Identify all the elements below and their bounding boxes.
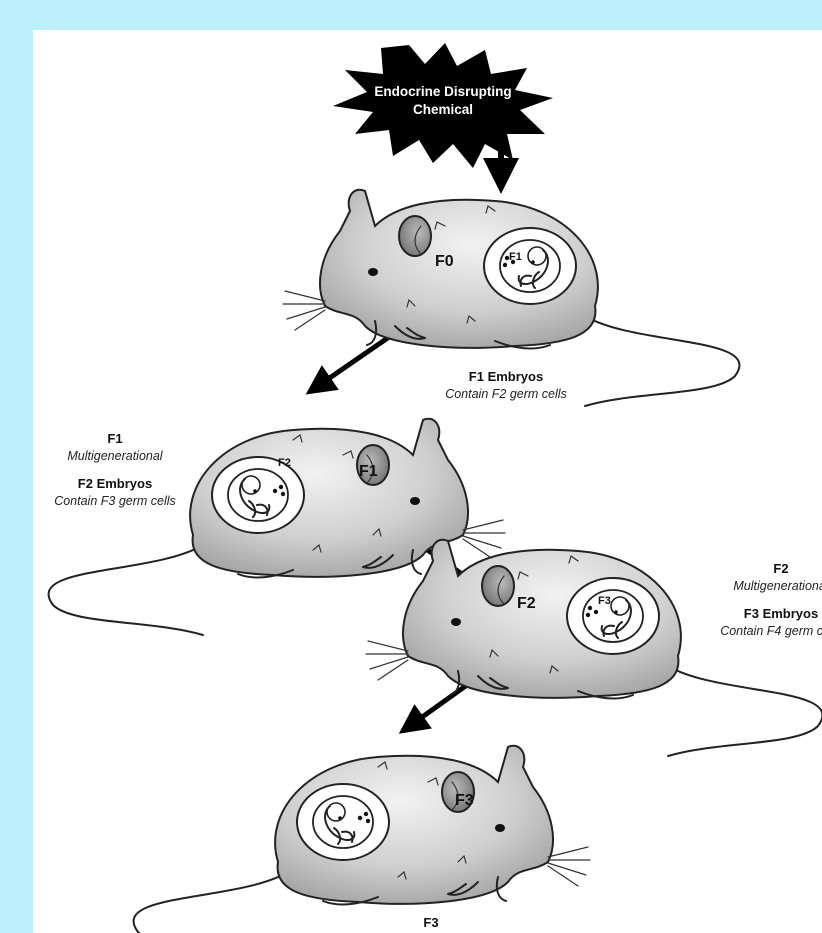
caption-f0-subtitle: Contain F2 germ cells: [445, 387, 567, 401]
caption-f1-type: Multigenerational: [67, 449, 163, 463]
embryo-label-f1: F1: [509, 251, 522, 263]
caption-f1-gen: F1: [107, 431, 122, 446]
chemical-label-line2: Chemical: [413, 102, 473, 117]
embryo-label-f2: F2: [278, 457, 291, 469]
mouse-icon: [134, 746, 590, 933]
mouse-label-f3: F3: [455, 792, 474, 809]
caption-f2-title: F3 Embryos: [744, 606, 818, 621]
mouse-label-f0: F0: [435, 253, 454, 270]
caption-f2-type: Multigenerational: [733, 579, 822, 593]
diagram-panel: Endocrine Disrupting Chemical F0 F1 F1 F…: [33, 30, 822, 933]
transgenerational-diagram: Endocrine Disrupting Chemical F0 F1 F1 F…: [33, 30, 822, 933]
caption-f2-subtitle: Contain F4 germ cells: [720, 624, 822, 638]
embryo-label-f3: F3: [598, 595, 611, 607]
caption-f0-title: F1 Embryos: [469, 369, 543, 384]
caption-f1-subtitle: Contain F3 germ cells: [54, 494, 176, 508]
chemical-burst: Endocrine Disrupting Chemical: [333, 43, 553, 168]
mouse-label-f1: F1: [359, 463, 378, 480]
mouse-label-f2: F2: [517, 595, 536, 612]
chemical-label-line1: Endocrine Disrupting: [374, 84, 511, 99]
caption-f2-gen: F2: [773, 561, 788, 576]
caption-f1-title: F2 Embryos: [78, 476, 152, 491]
mouse-icon: [366, 540, 822, 756]
caption-f3-gen: F3: [423, 915, 438, 930]
